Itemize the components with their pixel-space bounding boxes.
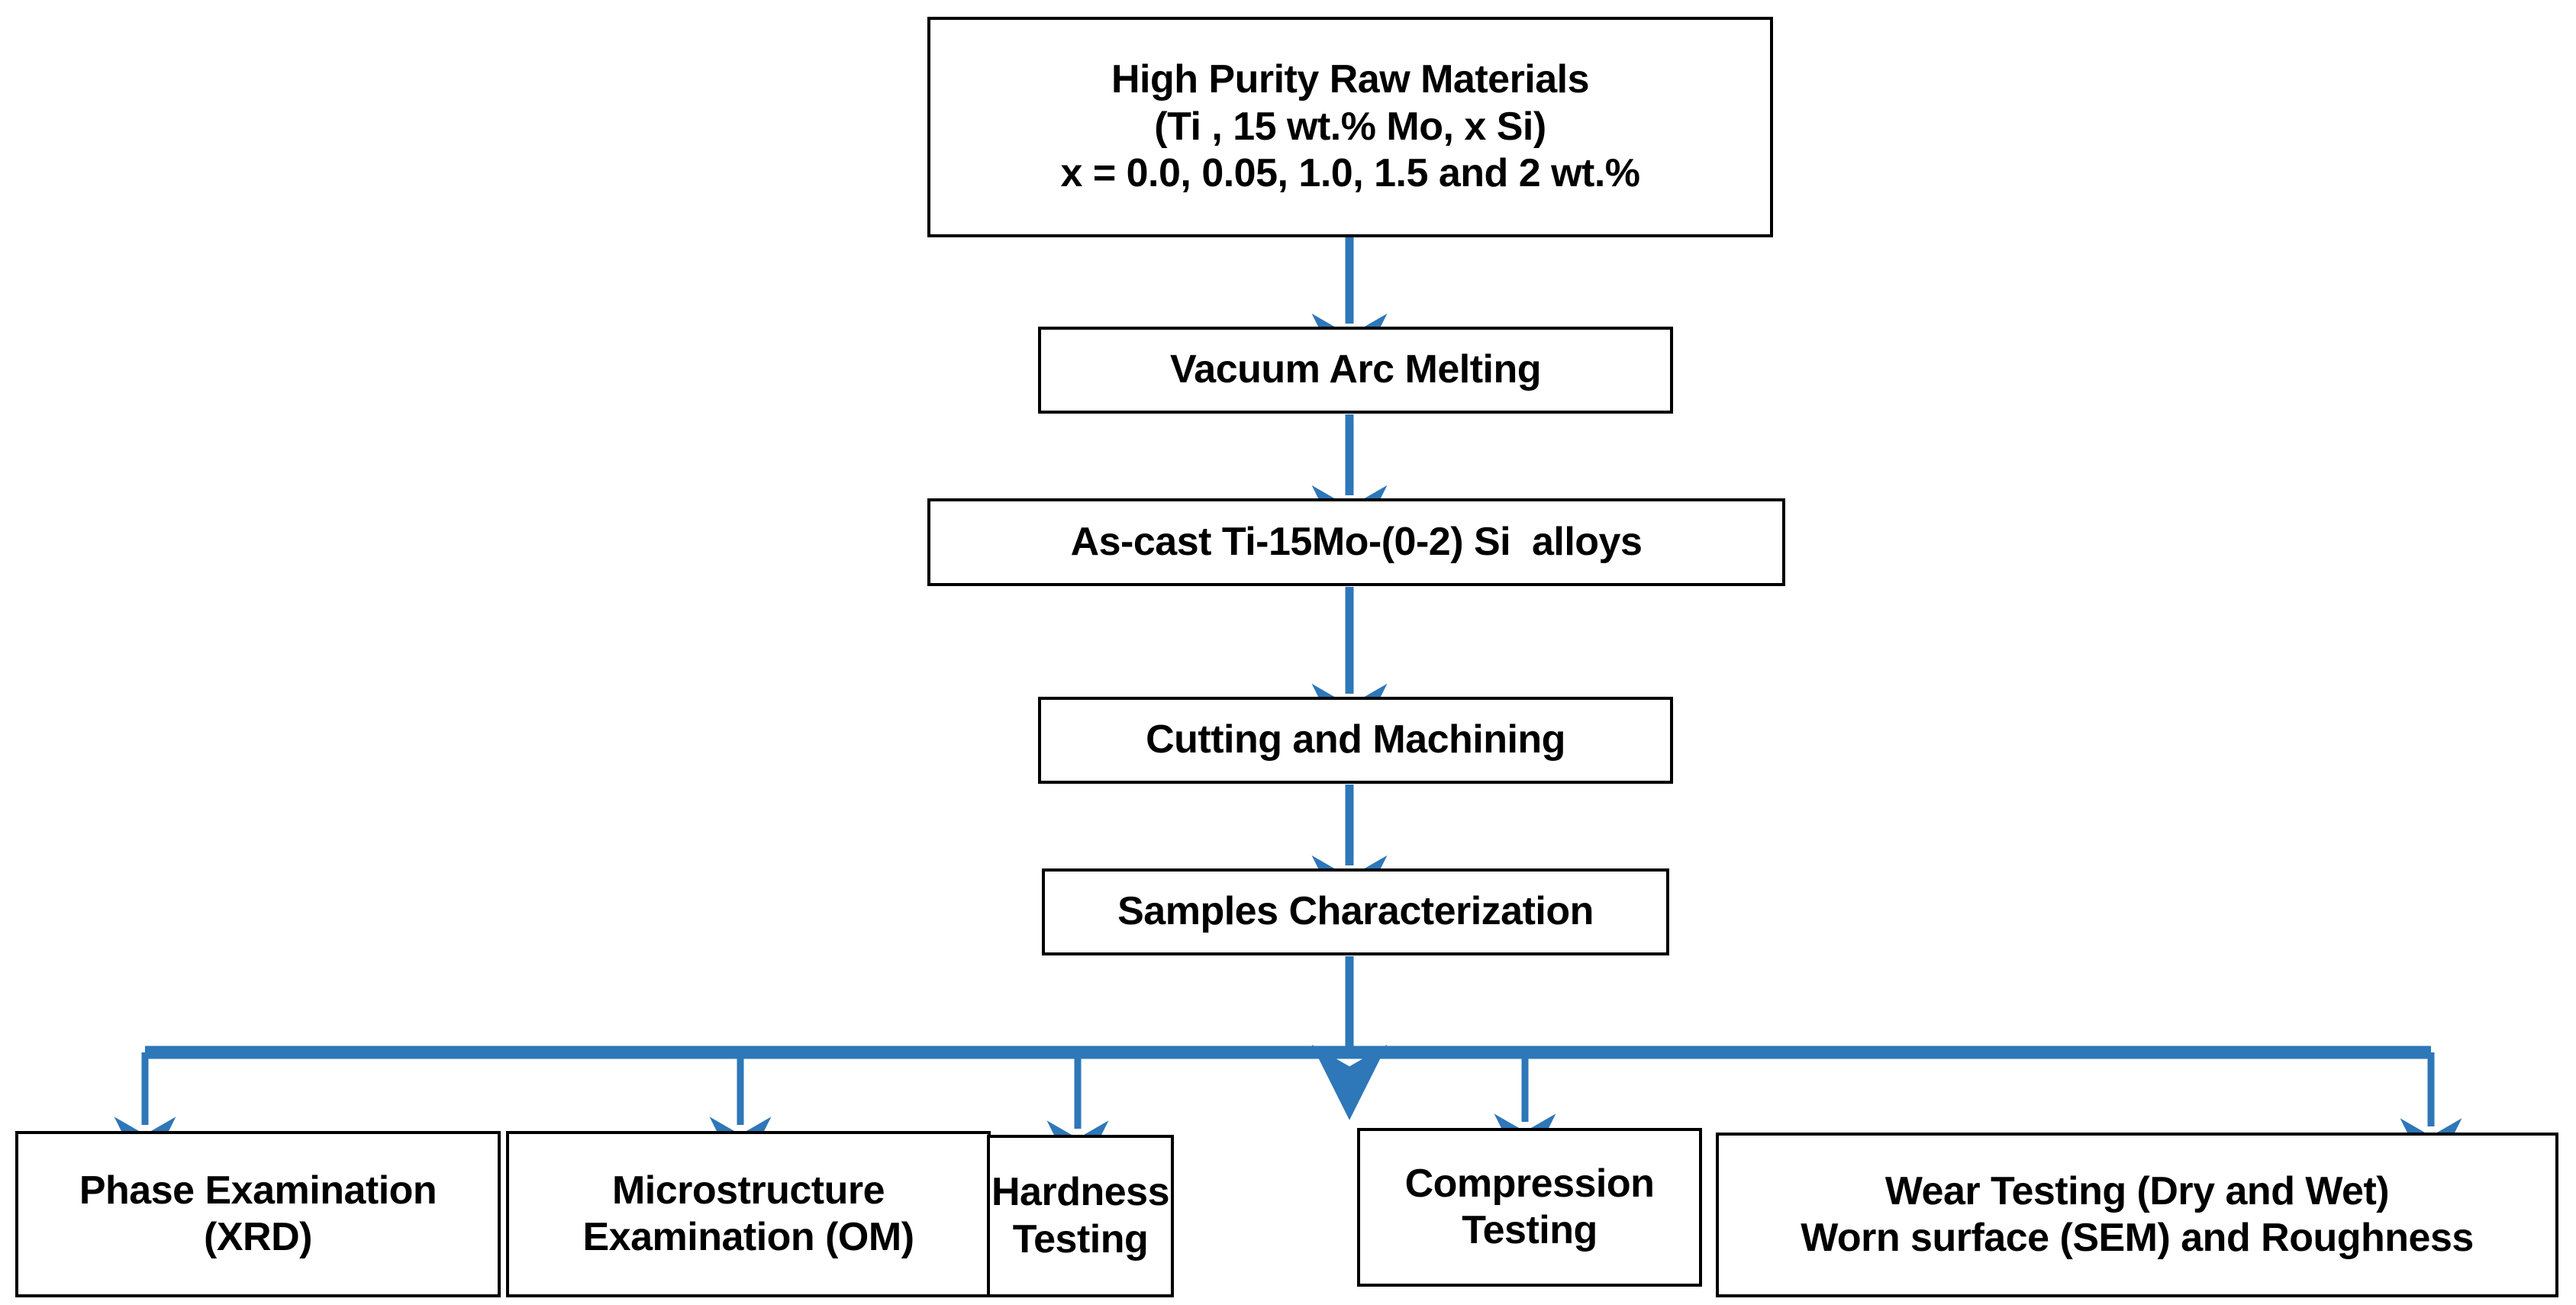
node-raw-materials[interactable]: High Purity Raw Materials (Ti , 15 wt.% … bbox=[927, 17, 1773, 237]
node-raw-materials-line-3: x = 0.0, 0.05, 1.0, 1.5 and 2 wt.% bbox=[1060, 151, 1640, 196]
node-phase-examination-line-2: (XRD) bbox=[204, 1215, 312, 1259]
node-vacuum-arc-melting-line-1: Vacuum Arc Melting bbox=[1169, 347, 1542, 392]
node-phase-examination-line-1: Phase Examination bbox=[79, 1168, 437, 1213]
node-hardness-testing[interactable]: Hardness Testing bbox=[987, 1135, 1174, 1297]
node-compression-testing[interactable]: Compression Testing bbox=[1357, 1128, 1702, 1287]
node-hardness-testing-line-1: Hardness bbox=[991, 1170, 1170, 1215]
node-wear-testing[interactable]: Wear Testing (Dry and Wet) Worn surface … bbox=[1716, 1133, 2558, 1297]
node-wear-testing-line-1: Wear Testing (Dry and Wet) bbox=[1884, 1168, 2390, 1213]
node-compression-testing-line-2: Testing bbox=[1462, 1208, 1598, 1252]
node-as-cast-alloys-line-1: As-cast Ti-15Mo-(0-2) Si alloys bbox=[1070, 519, 1643, 564]
node-microstructure-examination-line-1: Microstructure bbox=[611, 1168, 885, 1213]
node-microstructure-examination-om[interactable]: Microstructure Examination (OM) bbox=[506, 1131, 991, 1297]
node-microstructure-examination-line-2: Examination (OM) bbox=[582, 1215, 914, 1259]
node-cutting-and-machining[interactable]: Cutting and Machining bbox=[1038, 697, 1673, 784]
node-samples-characterization-line-1: Samples Characterization bbox=[1117, 889, 1594, 934]
node-compression-testing-line-1: Compression bbox=[1404, 1161, 1655, 1206]
node-hardness-testing-line-2: Testing bbox=[1012, 1216, 1149, 1262]
node-wear-testing-line-2: Worn surface (SEM) and Roughness bbox=[1801, 1216, 2474, 1260]
node-cutting-and-machining-line-1: Cutting and Machining bbox=[1146, 717, 1565, 762]
node-raw-materials-line-1: High Purity Raw Materials bbox=[1111, 57, 1590, 102]
node-samples-characterization[interactable]: Samples Characterization bbox=[1042, 868, 1669, 955]
node-vacuum-arc-melting[interactable]: Vacuum Arc Melting bbox=[1038, 327, 1673, 414]
node-raw-materials-line-2: (Ti , 15 wt.% Mo, x Si) bbox=[1154, 104, 1546, 149]
node-as-cast-alloys[interactable]: As-cast Ti-15Mo-(0-2) Si alloys bbox=[927, 498, 1785, 586]
node-phase-examination-xrd[interactable]: Phase Examination (XRD) bbox=[15, 1131, 501, 1297]
